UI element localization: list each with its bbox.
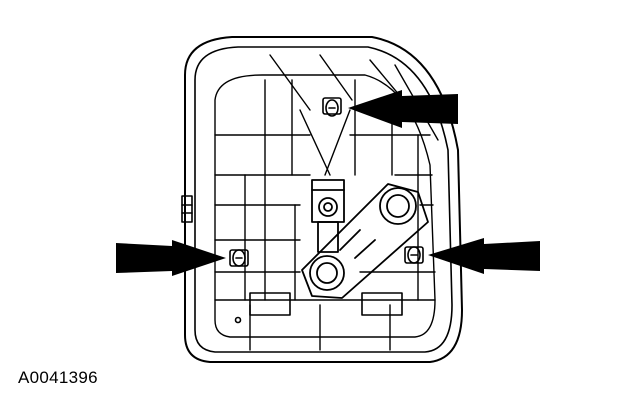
center-bracket [311, 179, 345, 253]
left-clip [229, 249, 249, 267]
figure-reference-code: A0041396 [18, 368, 98, 387]
rib-grid [214, 54, 439, 351]
left-clip-arrow [116, 240, 226, 276]
right-clip-arrow [428, 238, 540, 274]
upper-clip-arrow [348, 90, 458, 128]
right-clip [404, 246, 424, 264]
lower-openings [234, 292, 403, 324]
edge-tab [181, 195, 193, 223]
link-arm [301, 183, 429, 299]
upper-clip [322, 97, 342, 117]
